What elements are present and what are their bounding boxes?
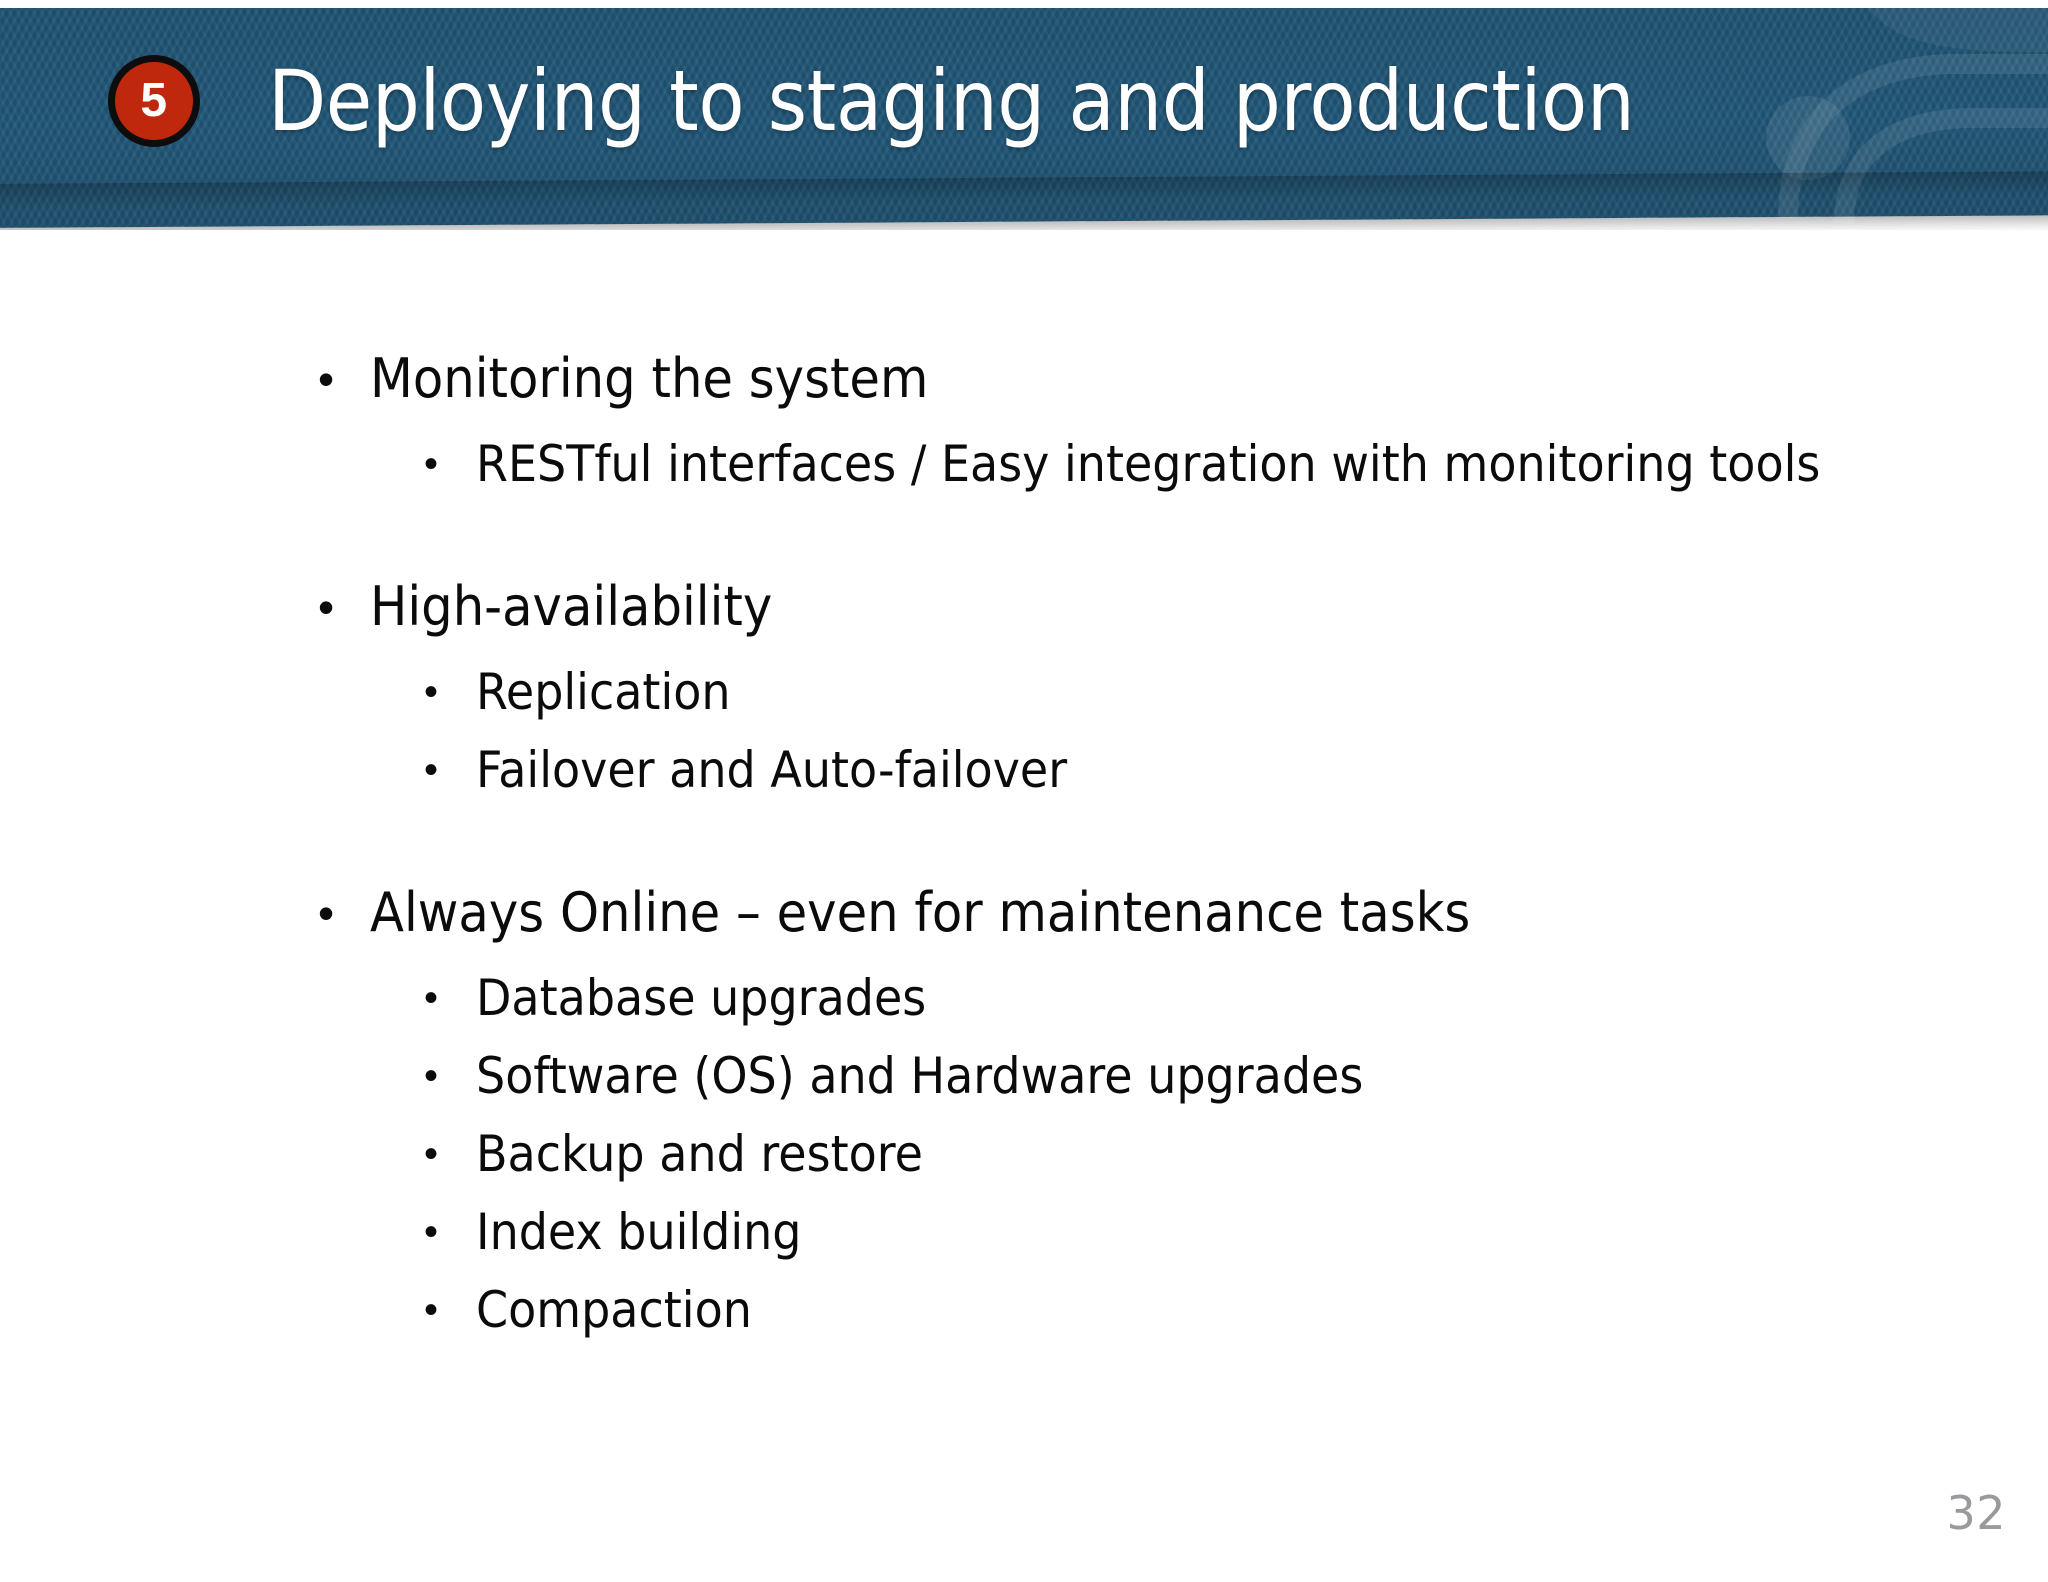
bullet-level2: • Software (OS) and Hardware upgrades	[408, 1038, 1940, 1114]
bullet-level2: • Compaction	[408, 1272, 1940, 1348]
bullet-level2: • Index building	[408, 1194, 1940, 1270]
bullet-marker-icon: •	[318, 353, 335, 405]
bullet-level2: • Replication	[408, 654, 1940, 730]
bullet-level1: • Monitoring the system	[300, 340, 1940, 418]
bullet-level1: • Always Online – even for maintenance t…	[300, 874, 1940, 952]
page-title: Deploying to staging and production	[268, 52, 1635, 150]
bullet-marker-icon: •	[424, 1132, 439, 1176]
bullet-level2: • Backup and restore	[408, 1116, 1940, 1192]
section-number-label: 5	[140, 74, 168, 127]
bullet-level2-label: Database upgrades	[476, 969, 927, 1027]
bullet-level2: • RESTful interfaces / Easy integration …	[408, 426, 1940, 502]
bullet-level1-label: Always Online – even for maintenance tas…	[370, 881, 1471, 944]
bullet-marker-icon: •	[424, 670, 439, 714]
slide-body: • Monitoring the system • RESTful interf…	[300, 340, 1940, 1350]
section-number-badge: 5	[108, 55, 200, 147]
bullet-group: • High-availability • Replication • Fail…	[300, 568, 1940, 808]
page-number-label: 32	[1946, 1486, 2006, 1540]
sub-bullet-list: • RESTful interfaces / Easy integration …	[408, 426, 1940, 502]
bullet-level2-label: Software (OS) and Hardware upgrades	[476, 1047, 1364, 1105]
sub-bullet-list: • Replication • Failover and Auto-failov…	[408, 654, 1940, 808]
bullet-marker-icon: •	[424, 1054, 439, 1098]
bullet-marker-icon: •	[318, 887, 335, 939]
bullet-level2-label: Backup and restore	[476, 1125, 923, 1183]
bullet-marker-icon: •	[424, 1210, 439, 1254]
bullet-level2-label: Index building	[476, 1203, 802, 1261]
bullet-level2-label: RESTful interfaces / Easy integration wi…	[476, 435, 1821, 493]
bullet-level2-label: Compaction	[476, 1281, 752, 1339]
sub-bullet-list: • Database upgrades • Software (OS) and …	[408, 960, 1940, 1348]
bullet-group: • Always Online – even for maintenance t…	[300, 874, 1940, 1348]
bullet-level1-label: High-availability	[370, 575, 773, 638]
bullet-level2: • Failover and Auto-failover	[408, 732, 1940, 808]
bullet-level2-label: Replication	[476, 663, 731, 721]
bullet-level2: • Database upgrades	[408, 960, 1940, 1036]
bullet-group: • Monitoring the system • RESTful interf…	[300, 340, 1940, 502]
bullet-marker-icon: •	[424, 976, 439, 1020]
bullet-level1-label: Monitoring the system	[370, 347, 929, 410]
bullet-marker-icon: •	[424, 1288, 439, 1332]
bullet-marker-icon: •	[424, 748, 439, 792]
bullet-level1: • High-availability	[300, 568, 1940, 646]
bullet-marker-icon: •	[318, 581, 335, 633]
bullet-marker-icon: •	[424, 442, 439, 486]
bullet-level2-label: Failover and Auto-failover	[476, 741, 1068, 799]
